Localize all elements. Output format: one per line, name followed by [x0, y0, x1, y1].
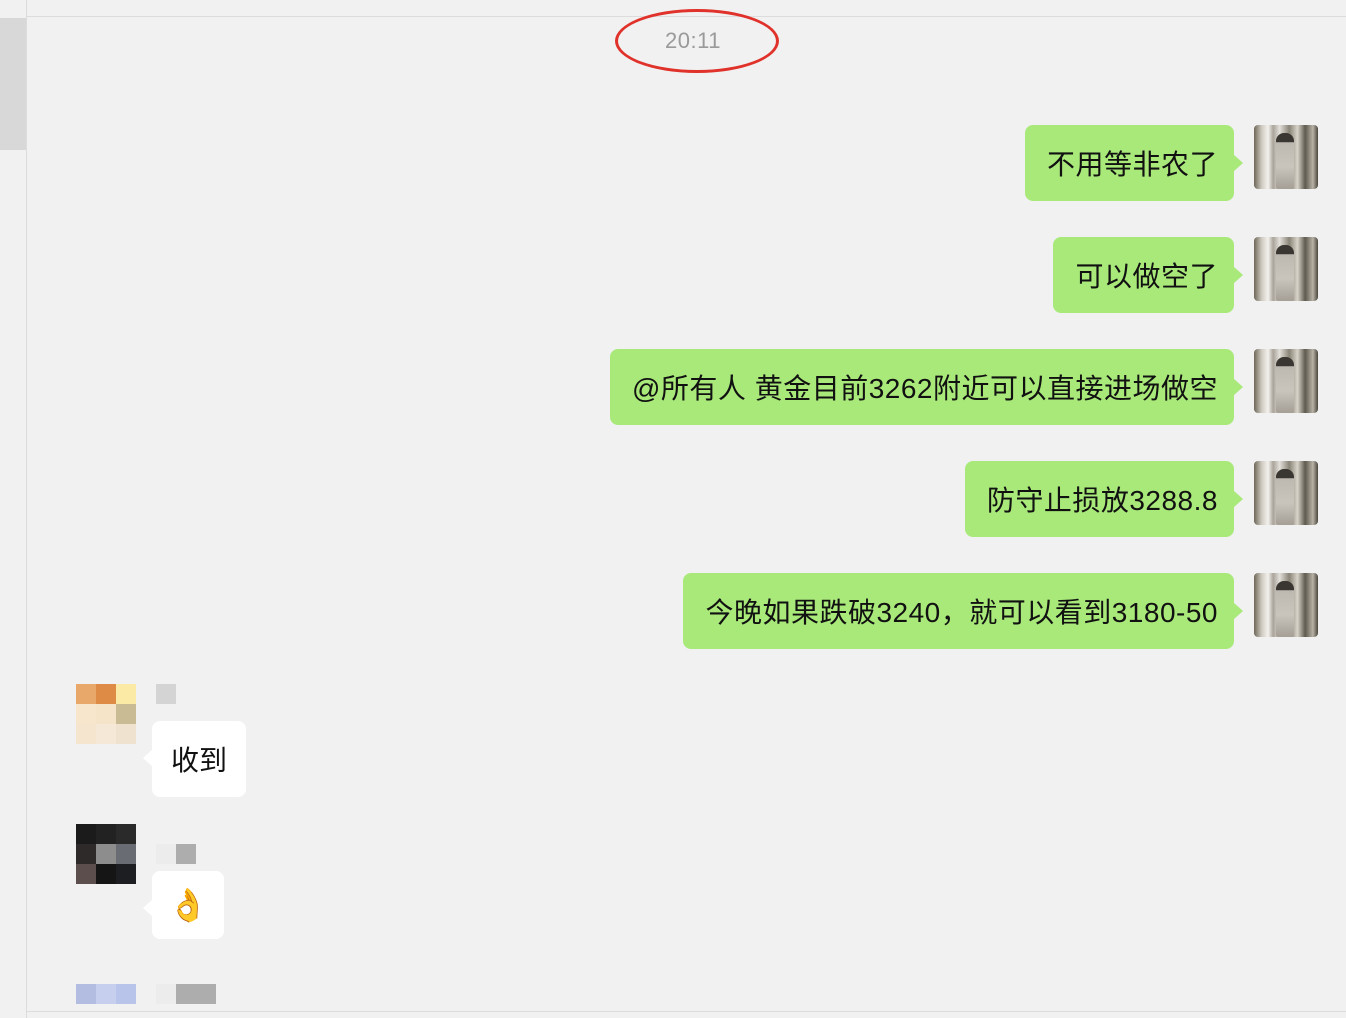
self-avatar[interactable]	[1254, 125, 1318, 189]
ok-hand-emoji: 👌	[168, 887, 208, 923]
avatar-figure	[1276, 581, 1294, 637]
scrollbar-thumb[interactable]	[0, 18, 26, 150]
outgoing-message-bubble[interactable]: 可以做空了	[1053, 237, 1243, 313]
outgoing-message-bubble[interactable]: @所有人 黄金目前3262附近可以直接进场做空	[610, 349, 1243, 425]
outgoing-message-row: 今晚如果跌破3240，就可以看到3180-50	[683, 573, 1243, 649]
avatar-figure	[1276, 133, 1294, 189]
sender-name-blurred	[156, 984, 176, 1004]
sender-name-blurred	[156, 684, 176, 704]
scrollbar-track[interactable]	[0, 0, 27, 1018]
outgoing-message-row: 可以做空了	[1053, 237, 1243, 313]
outgoing-message-bubble[interactable]: 不用等非农了	[1024, 125, 1244, 201]
outgoing-message-row: @所有人 黄金目前3262附近可以直接进场做空	[610, 349, 1243, 425]
self-avatar[interactable]	[1254, 237, 1318, 301]
timestamp-highlight-circle	[615, 9, 779, 73]
self-avatar[interactable]	[1254, 461, 1318, 525]
avatar-figure	[1276, 245, 1294, 301]
contact-avatar[interactable]	[76, 824, 136, 884]
incoming-message-bubble[interactable]: 👌	[143, 871, 224, 939]
self-avatar[interactable]	[1254, 349, 1318, 413]
contact-avatar[interactable]	[76, 684, 136, 744]
sender-name-blurred	[176, 844, 196, 864]
outgoing-message-row: 防守止损放3288.8	[964, 461, 1244, 537]
self-avatar[interactable]	[1254, 573, 1318, 637]
outgoing-message-bubble[interactable]: 防守止损放3288.8	[964, 461, 1244, 537]
outgoing-message-bubble[interactable]: 今晚如果跌破3240，就可以看到3180-50	[683, 573, 1243, 649]
avatar-figure	[1276, 357, 1294, 413]
sender-name-blurred	[156, 844, 176, 864]
contact-avatar[interactable]	[76, 984, 136, 1004]
sender-name-blurred	[176, 984, 216, 1004]
incoming-message-bubble[interactable]: 收到	[143, 721, 246, 797]
divider	[27, 1011, 1346, 1012]
avatar-figure	[1276, 469, 1294, 525]
outgoing-message-row: 不用等非农了	[1024, 125, 1244, 201]
